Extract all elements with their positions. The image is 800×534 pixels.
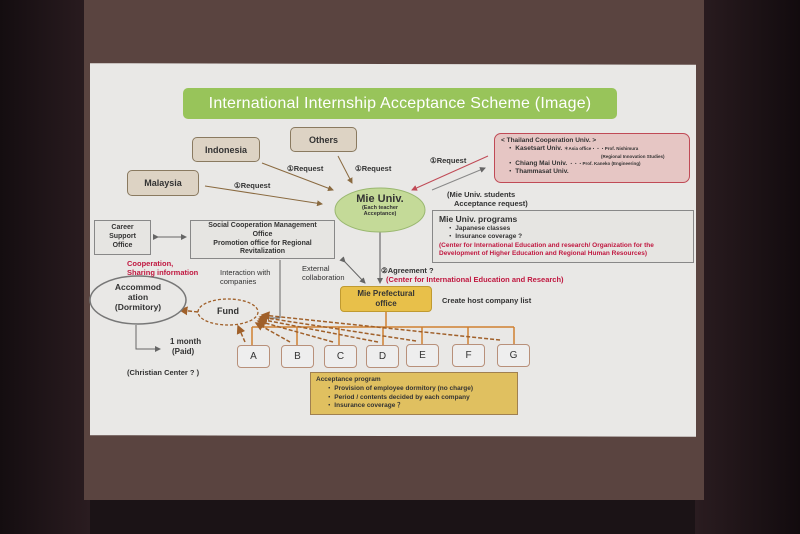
prefectural-line2: office [375, 298, 397, 308]
box-indonesia: Indonesia [192, 137, 260, 162]
career-support-office-box: Career Support Office [94, 220, 151, 255]
one-month-line2: (Paid) [172, 346, 195, 356]
kasetsart-note2: (Regional Innovation Studies) [601, 153, 665, 159]
chiang-mai-note: ・・・Prof. Kaneko (Engineering) [569, 160, 641, 166]
arrow-indonesia [261, 162, 334, 192]
christian-center-label: (Christian Center ? ) [127, 368, 200, 377]
company-g: G [497, 344, 530, 367]
company-a: A [237, 345, 270, 368]
cooperation-line1: Cooperation, [127, 259, 174, 268]
host-list-label: Create host company list [442, 296, 532, 305]
arrow-thailand [411, 155, 489, 191]
box-others: Others [290, 127, 357, 152]
one-month-label: 1 month (Paid) [170, 337, 201, 356]
accommodation-ellipse [89, 275, 187, 325]
company-e: E [406, 344, 439, 367]
external-line1: External [302, 264, 330, 273]
programs-item: ・ Japanese classes [447, 225, 511, 233]
company-d: D [366, 345, 399, 368]
acceptance-item: ・ Insurance coverage ？ [326, 402, 404, 410]
students-request-line2: Acceptance request) [454, 199, 528, 208]
acceptance-item: ・ Provision of employee dormitory (no ch… [326, 384, 473, 392]
mie-univ-ellipse [334, 187, 426, 233]
request-label-indonesia: ①Request [287, 164, 324, 173]
thailand-universities-box: < Thailand Cooperation Univ. > ・ Kasetsa… [494, 133, 690, 183]
students-request-label: (Mie Univ. students Acceptance request) [447, 190, 528, 208]
accommodation-line: (Dormitory) [114, 302, 162, 313]
curtain-right [695, 0, 800, 534]
accommodation-node: Accommod ation (Dormitory) [92, 282, 184, 313]
request-label-malaysia: ①Request [234, 181, 271, 190]
prefectural-line1: Mie Prefectural [357, 289, 415, 298]
external-line2: collaboration [302, 273, 345, 282]
programs-item: ・ Insurance coverage ? [447, 233, 523, 241]
acceptance-header: Acceptance program [316, 376, 381, 383]
programs-note: (Center for International Education and … [439, 241, 654, 258]
interaction-label: Interaction with companies [220, 268, 270, 286]
thailand-header: < Thailand Cooperation Univ. > [501, 137, 597, 144]
accommodation-line: ation [127, 292, 149, 303]
acceptance-item: ・ Period / contents decided by each comp… [326, 393, 470, 401]
box-malaysia: Malaysia [127, 170, 199, 196]
mie-univ-sub1: (Each teacher [361, 205, 399, 211]
cooperation-line2: Sharing information [127, 268, 199, 277]
mie-prefectural-office-box: Mie Prefectural office [340, 286, 432, 312]
request-label-thailand: ①Request [430, 156, 467, 165]
mie-univ-sub2: Acceptance) [363, 211, 397, 217]
social-line: Office [252, 230, 273, 238]
external-label: External collaboration [302, 264, 345, 282]
agreement-label: ②Agreement ? [381, 266, 434, 275]
arrow-others [337, 155, 353, 184]
company-b: B [281, 345, 314, 368]
students-request-line1: (Mie Univ. students [447, 190, 516, 199]
kasetsart-note: ＊Asia office・・・Prof. Nishimura [563, 146, 639, 152]
mie-univ-programs-box: Mie Univ. programs ・ Japanese classes ・ … [432, 210, 694, 263]
programs-header: Mie Univ. programs [439, 214, 518, 224]
cooperation-label: Cooperation, Sharing information [127, 259, 198, 277]
fund-label: Fund [217, 306, 239, 316]
accommodation-line: Accommod [114, 282, 162, 292]
company-c: C [324, 345, 357, 368]
thammasat: ・ Thammasat Univ. [507, 168, 569, 176]
kasetsart: ・ Kasetsart Univ. [507, 145, 563, 153]
fund-ellipse [197, 298, 259, 326]
agreement-center-label: (Center for International Education and … [386, 275, 564, 284]
acceptance-program-box: Acceptance program ・ Provision of employ… [310, 372, 518, 415]
social-line: Revitalization [239, 248, 286, 256]
social-cooperation-box: Social Cooperation Management Office Pro… [190, 220, 335, 259]
arrow-malaysia [204, 185, 323, 207]
company-f: F [452, 344, 485, 367]
curtain-left [0, 0, 90, 534]
social-line: Promotion office for Regional [213, 239, 312, 247]
interaction-line1: Interaction with [220, 268, 271, 277]
mie-univ-node: Mie Univ. (Each teacher Acceptance) [335, 193, 425, 217]
one-month-line1: 1 month [170, 337, 202, 346]
interaction-line2: companies [220, 277, 257, 286]
request-label-others: ①Request [355, 164, 392, 173]
social-line: Social Cooperation Management [208, 222, 317, 229]
mie-univ-name: Mie Univ. [356, 193, 404, 205]
chiang-mai: ・ Chiang Mai Univ. [507, 159, 568, 167]
arrow-students [431, 167, 486, 191]
slide-title: International Internship Acceptance Sche… [183, 88, 617, 119]
